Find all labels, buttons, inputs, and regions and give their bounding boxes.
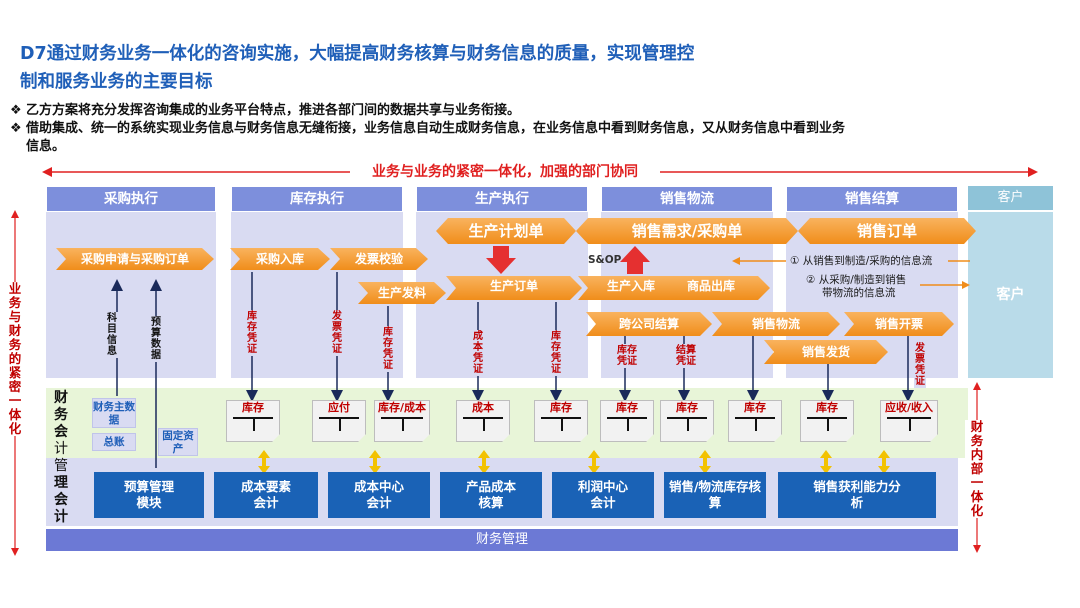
flow-sales-invoice: 销售开票 [844, 312, 954, 336]
t-account-inventory-4: 库存 [660, 400, 714, 442]
t-account-receivable-revenue: 应收/收入 [880, 400, 938, 442]
red-down-arrow-icon [486, 246, 516, 274]
vlabel-settlement-voucher: 结算凭证 [673, 344, 699, 368]
master-data-box: 财务主数据 [92, 398, 136, 428]
flow-production-issue: 生产发料 [358, 282, 446, 304]
flow-intercompany: 跨公司结算 [586, 312, 712, 336]
flow-production-order: 生产订单 [446, 276, 582, 300]
page-title-line1: D7通过财务业务一体化的咨询实施，大幅提高财务核算与财务信息的质量，实现管理控 [20, 44, 695, 64]
management-accounting-label: 管理会计 [54, 458, 68, 525]
column-body-purchase [46, 212, 216, 378]
flow-sales-delivery: 销售发货 [764, 340, 888, 364]
vlabel-inventory-voucher-2: 库存凭证 [383, 327, 393, 371]
bullet-2: ❖借助集成、统一的系统实现业务信息与财务信息无缝衔接，业务信息自动生成财务信息，… [10, 121, 846, 136]
top-banner-label: 业务与业务的紧密一体化，加强的部门协同 [372, 164, 638, 180]
column-header-sales-logistics: 销售物流 [601, 186, 773, 212]
t-account-inventory-6: 库存 [800, 400, 854, 442]
t-account-payable: 应付 [312, 400, 366, 442]
bullet-2-cont: 信息。 [26, 139, 66, 154]
flow-sales-order: 销售订单 [798, 218, 976, 244]
t-account-inventory-cost: 库存/成本 [374, 400, 430, 442]
flow-goods-out: 商品出库 [652, 276, 770, 300]
vlabel-inventory-voucher-3: 库存凭证 [551, 331, 561, 375]
info-flow-note-1: ① 从销售到制造/采购的信息流 [790, 255, 933, 267]
top-banner-arrow [42, 167, 1038, 177]
info-flow-arrows [732, 257, 970, 289]
t-account-inventory-2: 库存 [534, 400, 588, 442]
financial-accounting-label: 财务会计 [54, 390, 68, 457]
vlabel-invoice-voucher: 发票凭证 [332, 311, 342, 355]
t-account-inventory-1: 库存 [226, 400, 280, 442]
info-flow-note-2b: 带物流的信息流 [822, 287, 896, 299]
customer-label: 客户 [996, 287, 1025, 303]
column-header-customer: 客户 [968, 186, 1053, 210]
fixed-assets-box: 固定资产 [158, 428, 198, 456]
right-side-label: 财务内部一体化 [970, 419, 984, 518]
flow-production-plan: 生产计划单 [436, 218, 576, 244]
t-account-cost: 成本 [456, 400, 510, 442]
page-title-line2: 制和服务业务的主要目标 [20, 72, 213, 92]
module-sales-logistics-inventory: 销售/物流库存核算 [664, 472, 766, 518]
general-ledger-box: 总账 [92, 433, 136, 451]
column-header-inventory: 库存执行 [231, 186, 403, 212]
red-up-arrow-icon [620, 246, 650, 274]
module-cost-center-accounting: 成本中心会计 [328, 472, 430, 518]
vlabel-inventory-voucher-4: 库存凭证 [614, 344, 640, 368]
info-flow-note-2a: ② 从采购/制造到销售 [806, 274, 907, 286]
flow-sales-logistics: 销售物流 [712, 312, 840, 336]
vlabel-cost-voucher: 成本凭证 [473, 331, 483, 375]
bullet-diamond-icon: ❖ [10, 121, 22, 136]
bullet-1: ❖乙方方案将充分发挥咨询集成的业务平台特点，推进各部门间的数据共享与业务衔接。 [10, 103, 521, 118]
module-profit-center-accounting: 利润中心会计 [552, 472, 654, 518]
t-account-inventory-5: 库存 [728, 400, 782, 442]
module-product-costing: 产品成本核算 [440, 472, 542, 518]
vlabel-invoice-voucher-2: 发票凭证 [915, 343, 925, 387]
column-body-customer [968, 212, 1053, 378]
column-header-sales-settlement: 销售结算 [786, 186, 958, 212]
t-account-inventory-3: 库存 [600, 400, 654, 442]
column-header-purchase: 采购执行 [46, 186, 216, 212]
module-budget-management: 预算管理模块 [94, 472, 204, 518]
financial-management-footer: 财务管理 [46, 529, 958, 551]
left-side-label: 业务与财务的紧密一体化 [8, 281, 22, 436]
flow-sales-demand: 销售需求/采购单 [576, 218, 798, 244]
bullet-diamond-icon: ❖ [10, 103, 22, 118]
snop-label: S&OP [588, 254, 622, 266]
vlabel-budget-data: 预算数据 [151, 317, 161, 361]
column-header-production: 生产执行 [416, 186, 588, 212]
flow-purchase-in: 采购入库 [230, 248, 330, 270]
module-cost-element-accounting: 成本要素会计 [214, 472, 318, 518]
vlabel-inventory-voucher-1: 库存凭证 [247, 311, 257, 355]
flow-invoice-check: 发票校验 [330, 248, 428, 270]
module-sales-profitability-analysis: 销售获利能力分析 [778, 472, 936, 518]
vlabel-subject-info: 科目信息 [107, 313, 117, 357]
flow-purchase-order: 采购申请与采购订单 [56, 248, 214, 270]
